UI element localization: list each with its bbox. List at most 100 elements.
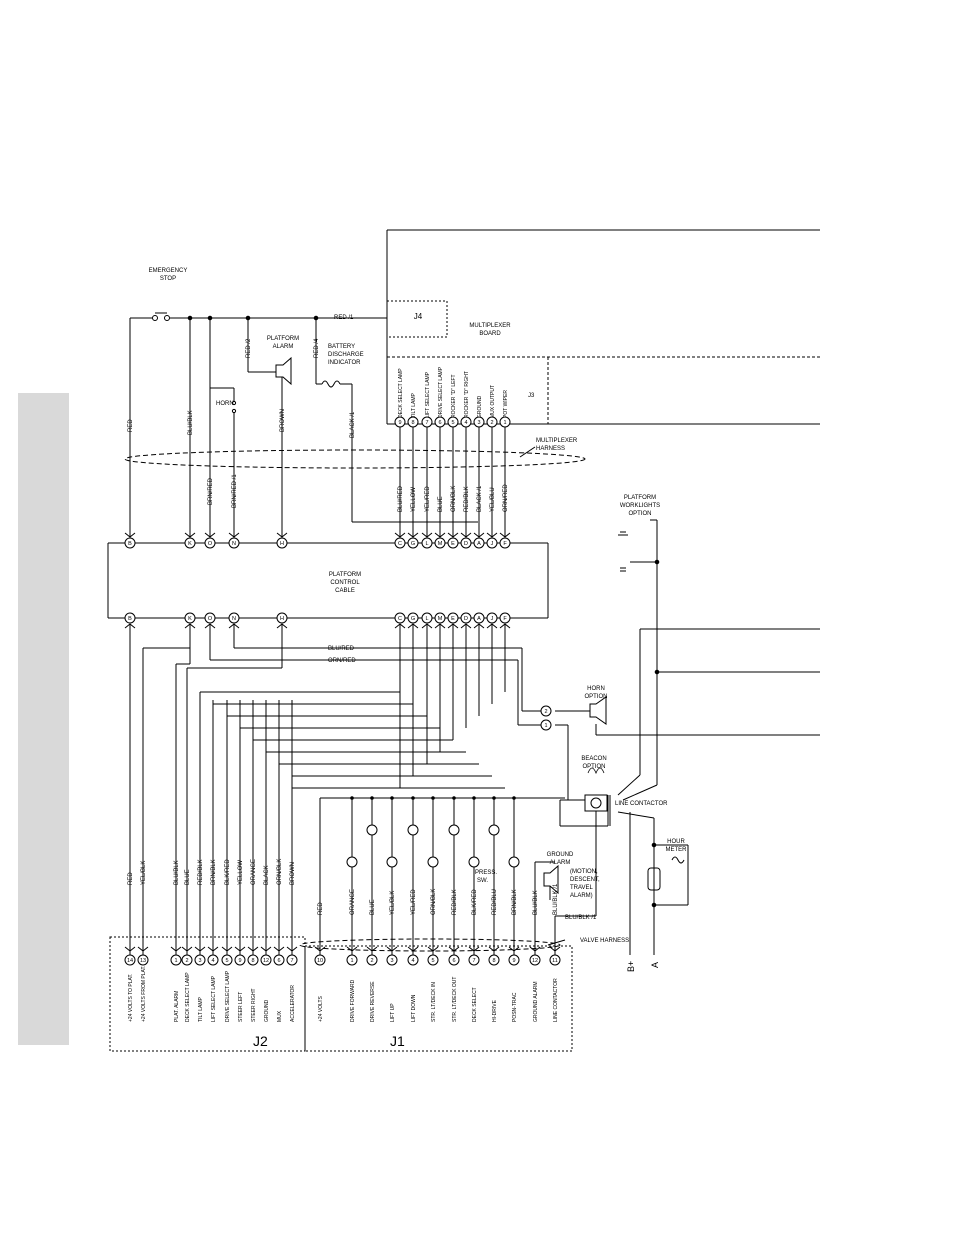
battery-label-2: DISCHARGE: [328, 352, 364, 358]
j1-pin-name-3: LIFT UP: [390, 1003, 396, 1022]
cable-bot-0: [394, 612, 406, 624]
left-top-2: [204, 537, 216, 549]
valve-harness-label: VALVE HARNESS: [580, 938, 629, 944]
j2-pin-0-text: 14: [127, 958, 133, 964]
harness-ellipse: [124, 449, 586, 469]
j1-diode-7: [468, 856, 480, 868]
left-bot-4: [276, 612, 288, 624]
worklights-label: PLATFORM: [624, 495, 656, 501]
j2-chev-8: [247, 946, 259, 952]
j2-pin-9-text: 12: [263, 958, 269, 964]
chev-top-5: [460, 532, 472, 538]
ornred-mid-label: ORN/RED: [328, 658, 356, 664]
j1-pin-4: [407, 954, 419, 966]
j1-chev-0: [314, 946, 326, 952]
battery-label-3: INDICATOR: [328, 360, 361, 366]
j1-pin-0: [314, 954, 326, 966]
j3-wire-label-0: BLU/RED: [398, 485, 404, 512]
cable-top-1-text: G: [411, 541, 415, 547]
j2-pin-2-text: 1: [174, 958, 177, 964]
j1-chev-9: [508, 946, 520, 952]
cable-top-0: [394, 537, 406, 549]
platform-control-cable: [107, 542, 549, 619]
left-chev-top-4: [276, 532, 288, 538]
multiplexer-board: [386, 229, 820, 425]
j2-pin-0: [124, 954, 136, 966]
j2-pin-5-text: 4: [211, 958, 214, 964]
j2-pin-6: [221, 954, 233, 966]
j2-pin-name-9: GROUND: [264, 999, 270, 1022]
j1-pin-10-text: 12: [532, 958, 538, 964]
j2-chev-10: [273, 946, 285, 952]
j3-label: J3: [528, 393, 535, 399]
j1-pin-name-8: HI-DRIVE: [492, 999, 498, 1022]
horn-option-label: HORN: [587, 686, 605, 692]
cable-label-3: CABLE: [335, 588, 355, 594]
horn-option-label-2: OPTION: [584, 694, 607, 700]
left-chev-top-1: [184, 532, 196, 538]
line-contactor-label: LINE CONTACTOR: [615, 801, 668, 807]
harness-label-2: HARNESS: [536, 446, 565, 452]
j1-pin-5-text: 5: [431, 958, 434, 964]
ground-alarm-note-4: ALARM): [570, 893, 593, 899]
j2-wire-label-9: BLACK: [264, 865, 270, 885]
j3-pin-8-text: 1: [503, 420, 506, 426]
j1-pin-9-text: 9: [512, 958, 515, 964]
j3-pin-name-0: DECK SELECT LAMP: [398, 368, 404, 418]
j1-diode-1: [346, 856, 358, 868]
cable-top-3: [434, 537, 446, 549]
left-chev-bot-4: [276, 623, 288, 629]
j1-pin-3-text: 3: [390, 958, 393, 964]
j1-pin-name-11: LINE CONTACTOR: [553, 978, 559, 1022]
cable-top-2: [421, 537, 433, 549]
j2-wire-label-2: BLU/BLK: [174, 860, 180, 885]
j1-diode-2: [366, 824, 378, 836]
wire-label-brown: BROWN: [280, 409, 286, 432]
j1-pin-1: [346, 954, 358, 966]
wire-label-red: RED: [128, 419, 134, 432]
j1-pin-name-4: LIFT DOWN: [411, 994, 417, 1022]
left-chev-top-2: [204, 532, 216, 538]
chev-top-7: [486, 532, 498, 538]
j2-pin-name-5: LIFT SELECT LAMP: [211, 975, 217, 1022]
j2-wire-label-3: BLUE: [185, 869, 191, 885]
j1-pin-4-text: 4: [411, 958, 414, 964]
platform-alarm-label: PLATFORM: [267, 336, 299, 342]
j2-wire-label-11: BROWN: [290, 862, 296, 885]
top-red-bus: [129, 312, 387, 540]
horn-pin-0: [540, 705, 552, 717]
side-tab: [18, 393, 69, 1045]
j1-wire-label-4: YEL/RED: [411, 889, 417, 915]
j1-wire-label-2: BLUE: [370, 899, 376, 915]
chev-top-0: [394, 532, 406, 538]
line-wire-label: BLU/BLK /1: [565, 915, 597, 921]
a-label: A: [650, 962, 660, 968]
j3-pin-5-text: 4: [464, 420, 467, 426]
j2-wire-label-10: ORN/BLK: [277, 859, 283, 885]
cable-bot-0-text: C: [398, 616, 402, 622]
cable-bot-5: [460, 612, 472, 624]
j1-pin-name-9: POSN-TRAC: [512, 992, 518, 1022]
j2-box: [109, 936, 306, 1052]
j2-wire-label-4: RED/BLK: [198, 859, 204, 885]
j1-diode-9: [508, 856, 520, 868]
j3-wire-label-1: YELLOW: [411, 487, 417, 512]
cable-bot-2-text: L: [425, 616, 428, 622]
press-label-2: SW.: [477, 878, 488, 884]
j2-pin-2: [170, 954, 182, 966]
j2-pin-7-text: 9: [238, 958, 241, 964]
left-top-1-text: K: [188, 541, 192, 547]
j1-pin-6: [448, 954, 460, 966]
ground-alarm-note-2: DESCENT,: [570, 877, 600, 883]
j1-pin-name-5: STR. LT/DECK IN: [431, 982, 437, 1022]
cable-top-0-text: C: [398, 541, 402, 547]
hour-meter-label: HOUR: [667, 839, 685, 845]
j2-chev-0: [124, 946, 136, 952]
emergency-stop-label: EMERGENCY: [149, 268, 188, 274]
j1-pin-0-text: 10: [317, 958, 323, 964]
beacon-label: BEACON: [581, 756, 606, 762]
chev-top-2: [421, 532, 433, 538]
harness-label: MULTIPLEXER: [536, 438, 578, 444]
j3-wire-label-6: BLACK /1: [477, 485, 483, 512]
cable-bot-8: [499, 612, 511, 624]
